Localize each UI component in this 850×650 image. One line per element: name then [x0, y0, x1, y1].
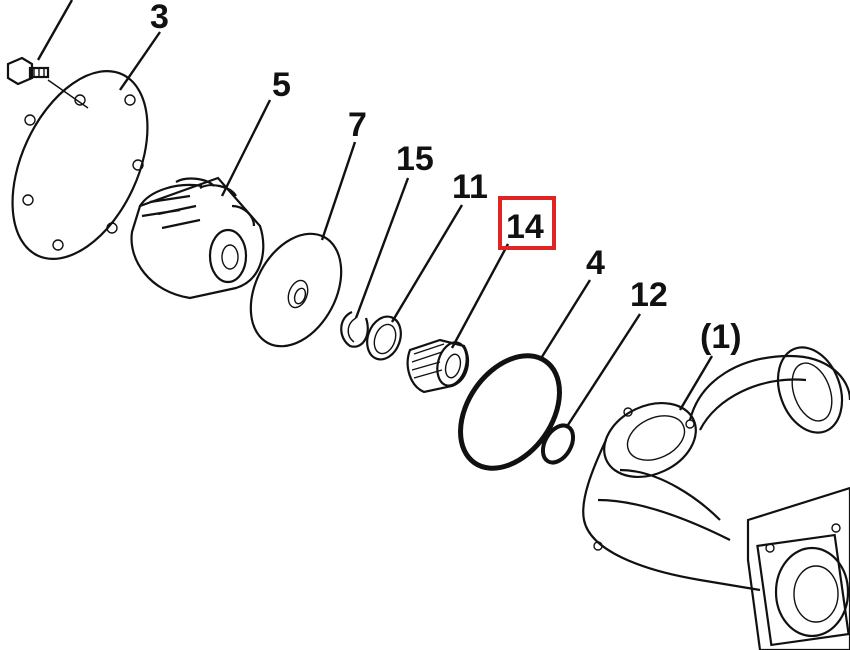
- leader-4: [538, 279, 592, 361]
- cover-plate-part-3: [11, 70, 149, 260]
- label-part-4: 4: [586, 244, 605, 282]
- leader-3: [119, 31, 161, 91]
- leader-5: [220, 99, 272, 197]
- label-part-12: 12: [630, 276, 668, 314]
- leader-14: [450, 243, 510, 349]
- seal-part-14: [406, 338, 470, 394]
- leader-15: [354, 177, 410, 319]
- o-ring-part-4: [458, 353, 562, 471]
- leader-top-left: [36, 0, 74, 61]
- leader-lines: [36, 0, 714, 429]
- label-part-7: 7: [348, 106, 367, 144]
- ring-part-11: [366, 315, 402, 361]
- label-part-3: 3: [150, 0, 169, 36]
- label-part-5: 5: [272, 66, 291, 104]
- o-ring-part-12: [540, 423, 576, 465]
- leader-11: [390, 204, 464, 323]
- label-part-11: 11: [452, 168, 488, 206]
- highlight-box-part-14: [498, 196, 556, 250]
- leader-12: [564, 313, 642, 429]
- leader-7: [320, 141, 357, 241]
- bolt: [6, 56, 50, 86]
- leader-1: [678, 355, 714, 411]
- impeller-part-5: [130, 176, 265, 300]
- label-part-14: 14: [506, 208, 544, 246]
- label-part-1: (1): [700, 318, 742, 356]
- pump-housing-part-1: [582, 346, 850, 650]
- snap-ring-part-15: [340, 310, 369, 348]
- washer-plate-part-7: [249, 232, 343, 348]
- label-part-15: 15: [396, 140, 434, 178]
